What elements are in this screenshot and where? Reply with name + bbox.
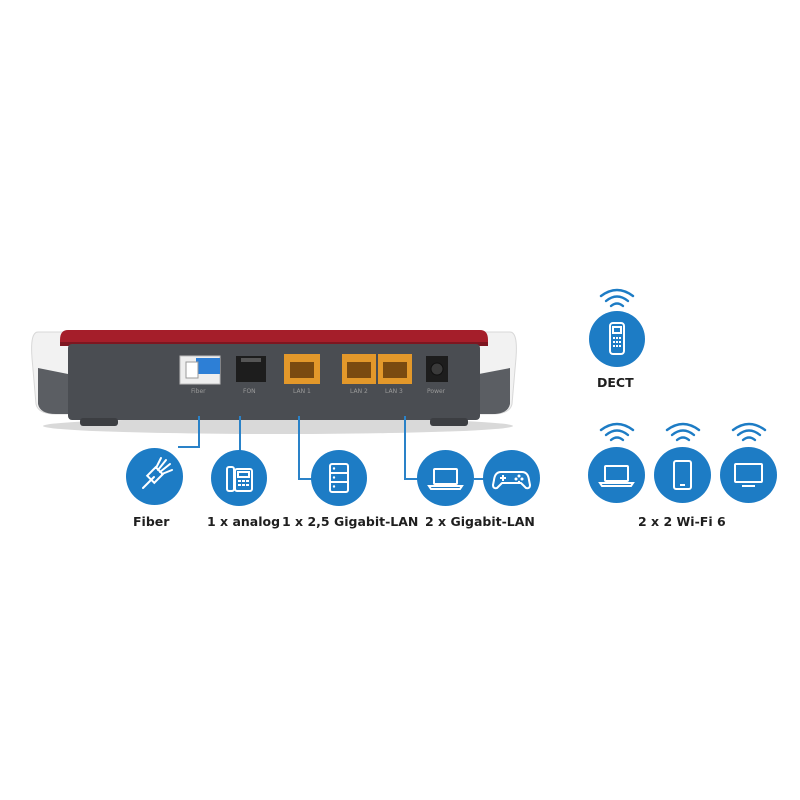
dect-icon-circle: [589, 311, 645, 367]
connector-line-analog: [239, 416, 241, 452]
lan25-icon-circle: [311, 450, 367, 506]
gigabit-gamepad-icon-circle: [483, 450, 540, 506]
lan25-label: 1 x 2,5 Gigabit-LAN: [282, 514, 419, 529]
wifi-tv-icon-circle: [720, 447, 777, 503]
fiber-cable-icon: [142, 457, 173, 489]
connector-line-lan25-h: [298, 478, 314, 480]
tv-icon: [734, 463, 763, 487]
fiber-icon-circle: [126, 448, 183, 505]
dect-label: DECT: [597, 375, 634, 390]
connector-line-fiber-h: [178, 446, 200, 448]
router-illustration: [31, 330, 517, 434]
connector-line-fiber: [198, 416, 200, 448]
laptop-icon: [598, 465, 635, 487]
port-label-fon: FON: [243, 388, 256, 395]
connector-line-gigabit-link: [474, 478, 486, 480]
port-label-power: Power: [427, 388, 446, 395]
connector-line-gigabit: [404, 416, 406, 480]
port-label-fiber: Fiber: [191, 388, 206, 395]
server-icon: [329, 463, 349, 493]
analog-label: 1 x analog: [207, 514, 281, 529]
port-label-lan2: LAN 2: [350, 388, 368, 395]
connector-line-lan25: [298, 416, 300, 480]
wifi-label: 2 x 2 Wi-Fi 6: [638, 514, 726, 529]
fiber-label: Fiber: [133, 514, 170, 529]
port-label-lan3: LAN 3: [385, 388, 403, 395]
wifi-signal-icon-2: [665, 422, 701, 442]
laptop-icon: [427, 468, 464, 490]
router: Fiber FON LAN 1 LAN 2 LAN 3 Power: [28, 318, 520, 438]
wifi-laptop-icon-circle: [588, 447, 645, 503]
wifi-signal-icon-1: [599, 422, 635, 442]
wifi-tablet-icon-circle: [654, 447, 711, 503]
gigabit-label: 2 x Gigabit-LAN: [425, 514, 535, 529]
cordless-phone-icon: [609, 322, 625, 355]
connector-line-gigabit-h: [404, 478, 420, 480]
port-label-lan1: LAN 1: [293, 388, 311, 395]
telephone-icon: [226, 466, 253, 492]
dect-signal-icon: [599, 288, 635, 308]
gigabit-laptop-icon-circle: [417, 450, 474, 506]
tablet-icon: [673, 460, 692, 490]
wifi-signal-icon-3: [731, 422, 767, 442]
analog-icon-circle: [211, 450, 267, 506]
gamepad-icon: [492, 471, 531, 490]
